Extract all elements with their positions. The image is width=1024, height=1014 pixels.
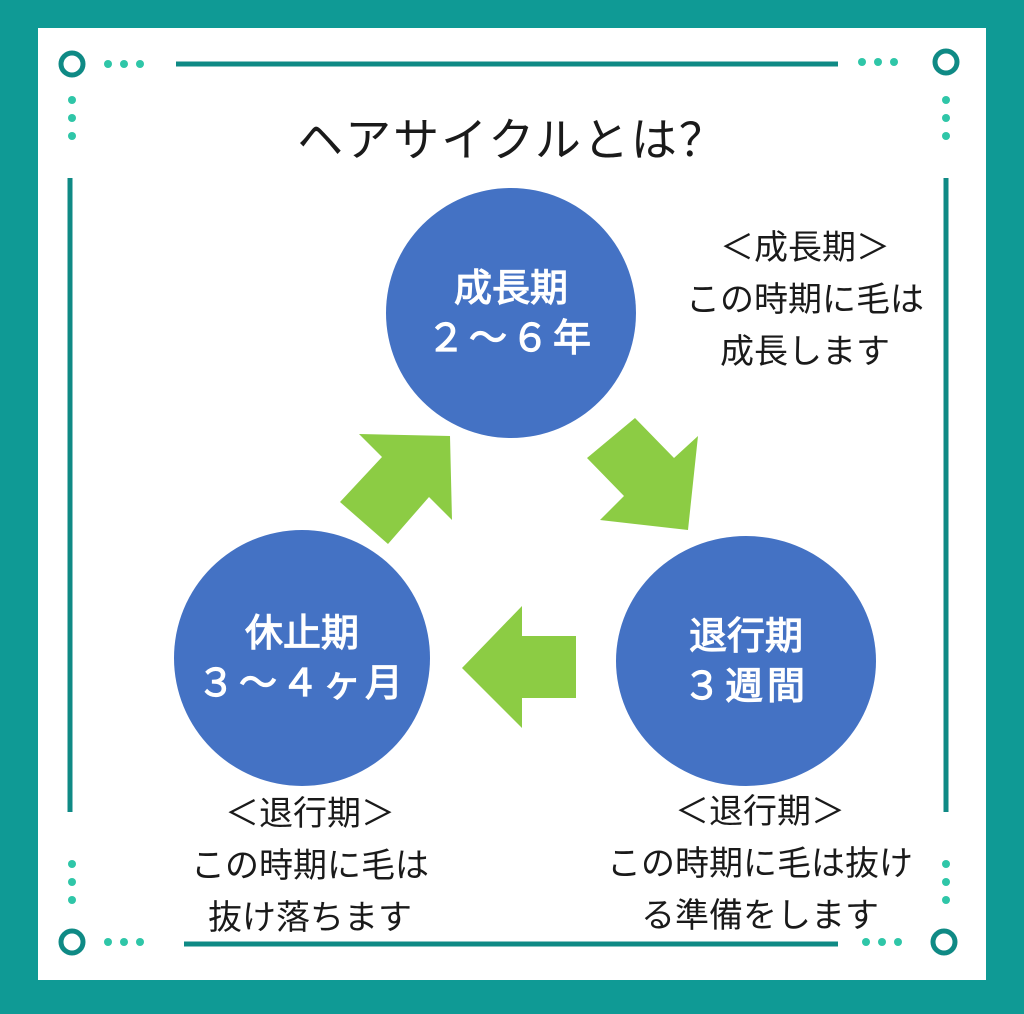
frame-ring-bottom-left xyxy=(58,928,86,956)
arrow-regression-to-rest xyxy=(462,606,576,728)
phase-duration: ２～６年 xyxy=(426,316,595,360)
note-header: ＜退行期＞ xyxy=(675,792,845,832)
note-header: ＜退行期＞ xyxy=(225,794,395,834)
phase-duration: ３週間 xyxy=(682,664,809,708)
page-title: ヘアサイクルとは？ xyxy=(297,113,727,167)
frame-ring-top-left xyxy=(58,50,86,78)
note-line: この時期に毛は xyxy=(191,846,429,886)
phase-name: 休止期 xyxy=(244,611,359,655)
frame-ring-top-right xyxy=(932,48,960,76)
frame-dots xyxy=(68,58,950,946)
note-growth: ＜成長期＞ この時期に毛は 成長します xyxy=(640,222,970,378)
phase-circle-rest: 休止期 ３～４ヶ月 xyxy=(174,530,430,786)
note-regression: ＜退行期＞ この時期に毛は抜け る準備をします xyxy=(560,786,960,942)
arrow-growth-to-regression xyxy=(587,418,698,530)
note-line: この時期に毛は抜け xyxy=(607,844,913,884)
note-line: 抜け落ちます xyxy=(208,898,412,938)
note-header: ＜成長期＞ xyxy=(720,228,890,268)
note-line: 成長します xyxy=(720,332,890,372)
phase-circle-growth: 成長期 ２～６年 xyxy=(386,188,636,438)
arrow-rest-to-growth xyxy=(340,434,452,544)
note-rest: ＜退行期＞ この時期に毛は 抜け落ちます xyxy=(160,788,460,944)
frame-ring-bottom-right xyxy=(930,928,958,956)
note-line: る準備をします xyxy=(641,896,879,936)
phase-circle-regression: 退行期 ３週間 xyxy=(616,536,876,786)
phase-name: 成長期 xyxy=(453,266,568,310)
phase-duration: ３～４ヶ月 xyxy=(196,661,407,705)
note-line: この時期に毛は xyxy=(686,280,924,320)
content-panel xyxy=(38,28,986,980)
phase-name: 退行期 xyxy=(688,614,803,658)
